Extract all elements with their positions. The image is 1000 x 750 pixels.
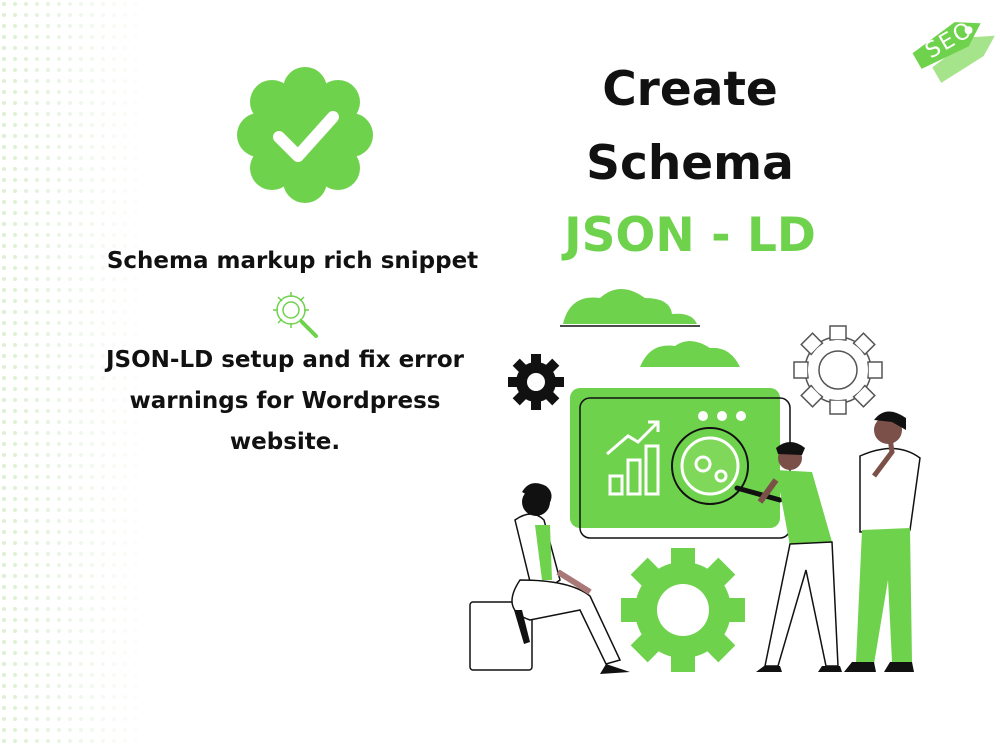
gear-icon bbox=[508, 354, 564, 410]
feature-jsonld-setup: JSON-LD setup and fix error warnings for… bbox=[105, 347, 465, 455]
verified-badge-icon bbox=[237, 67, 373, 203]
heading-schema: Schema bbox=[586, 136, 794, 191]
heading-json-ld: JSON - LD bbox=[564, 208, 816, 263]
feature-rich-snippet: Schema markup rich snippet bbox=[106, 248, 479, 274]
bar-chart-icon bbox=[606, 420, 660, 496]
gear-search-icon bbox=[273, 292, 318, 338]
heading-create: Create bbox=[602, 62, 778, 117]
illustration bbox=[469, 289, 921, 674]
seo-tag-icon: SEO bbox=[906, 8, 1000, 90]
cloud-icon bbox=[560, 289, 740, 367]
magnifier-icon bbox=[671, 427, 783, 505]
dotted-background bbox=[0, 0, 150, 750]
